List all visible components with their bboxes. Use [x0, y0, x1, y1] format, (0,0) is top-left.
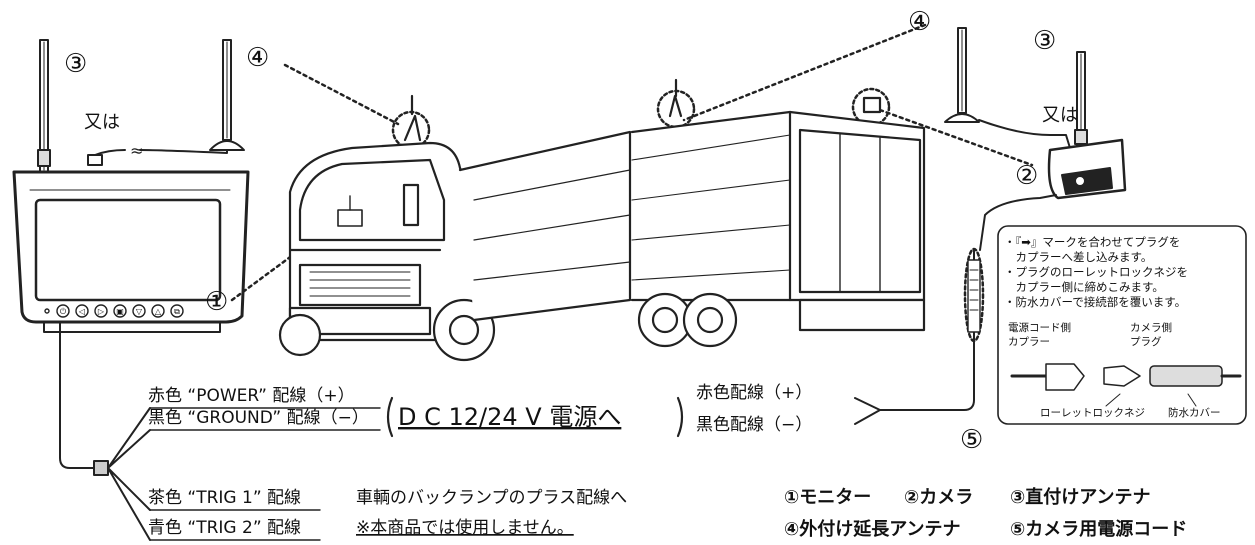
- plug-label-1: カメラ側: [1130, 321, 1172, 334]
- note-line-3: ・プラグのローレットロックネジを: [1004, 265, 1188, 279]
- monitor-harness: [59, 359, 381, 541]
- knurl-lock-label: ローレットロックネジ: [1040, 407, 1145, 419]
- callout-5: ⑤: [960, 425, 983, 455]
- camera-wire-black: 黒色配線（−）: [696, 415, 812, 435]
- note-line-2: カプラーへ差し込みます。: [1004, 250, 1152, 264]
- menu-icon: ▣: [116, 307, 124, 316]
- truck-cab: [278, 94, 632, 362]
- callout-2: ②: [1015, 161, 1038, 191]
- monitor-button-icons: ⏻ ◁ ▷ ▣ ▽ △ ⧉: [60, 307, 180, 316]
- legend-item-3: ③直付けアンテナ: [1010, 486, 1151, 508]
- trig1-description: 車輌のバックランプのプラス配線へ: [356, 488, 627, 508]
- legend-item-1: ①モニター: [784, 487, 871, 508]
- callout-3-right: ③: [1033, 26, 1056, 56]
- monitor-button-row: [44, 304, 184, 318]
- wire-black-ground: 黒色 “GROUND” 配線（−）: [148, 408, 369, 428]
- wire-red-power: 赤色 “POWER” 配線（+）: [148, 386, 355, 406]
- callout-3-left: ③: [64, 49, 87, 79]
- or-label-left: 又は: [84, 112, 120, 133]
- up-icon: △: [155, 307, 162, 316]
- camera-power-cord: [854, 249, 981, 425]
- legend-item-4: ④外付け延長アンテナ: [784, 518, 961, 540]
- camera-wire-red: 赤色配線（+）: [696, 383, 812, 403]
- note-line-5: ・防水カバーで接続部を覆います。: [1004, 295, 1186, 309]
- left-icon: ◁: [78, 307, 85, 316]
- callout-4-right: ④: [908, 7, 931, 37]
- note-line-1: ・『➡』マークを合わせてプラグを: [1004, 235, 1180, 249]
- coupler-label-2: カプラー: [1008, 336, 1050, 348]
- legend-item-2: ②カメラ: [904, 487, 973, 508]
- truck-box: [630, 78, 926, 348]
- right-icon: ▷: [98, 307, 105, 316]
- or-label-right: 又は: [1042, 105, 1078, 126]
- wire-blue-trig2: 青色 “TRIG 2” 配線: [148, 518, 301, 538]
- svg-text:≈: ≈: [130, 141, 143, 160]
- plug-label-2: プラグ: [1130, 335, 1162, 348]
- split-icon: ⧉: [174, 307, 180, 316]
- trig2-description: ※本商品では使用しません。: [356, 517, 574, 538]
- coupler-label-1: 電源コード側: [1008, 321, 1071, 334]
- wire-brown-trig1: 茶色 “TRIG 1” 配線: [148, 488, 301, 508]
- note-box: [997, 225, 1247, 425]
- dc-brackets: [386, 396, 684, 438]
- waterproof-cover-label: 防水カバー: [1168, 406, 1221, 419]
- power-icon: ⏻: [60, 307, 67, 316]
- direct-antenna-right: [1074, 51, 1088, 148]
- down-icon: ▽: [136, 307, 143, 316]
- note-line-4: カプラー側に締めこみます。: [1004, 280, 1164, 294]
- callout-4-left: ④: [246, 43, 269, 73]
- external-antenna-left: ≈: [87, 39, 245, 166]
- callout-1: ①: [205, 287, 228, 317]
- camera: [979, 138, 1127, 251]
- monitor: [12, 170, 250, 361]
- direct-antenna-left: [37, 39, 51, 173]
- legend-item-5: ⑤カメラ用電源コード: [1010, 518, 1187, 540]
- dc-power-label: D C 12/24 V 電源へ: [398, 403, 621, 431]
- external-antenna-right: [944, 27, 1071, 149]
